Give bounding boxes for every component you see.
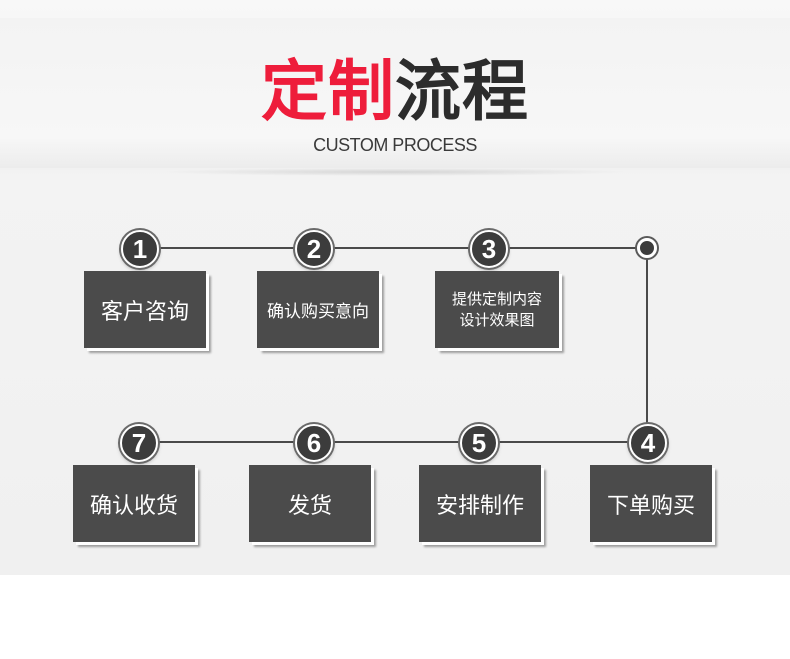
header-band xyxy=(0,18,790,168)
title-rest: 流程 xyxy=(395,53,529,130)
step-3-box: 提供定制内容 设计效果图 xyxy=(435,271,559,348)
step-1-box: 客户咨询 xyxy=(84,271,206,348)
step-3-label-line2: 设计效果图 xyxy=(459,310,535,329)
title-highlight: 定制 xyxy=(261,53,395,130)
step-2-box: 确认购买意向 xyxy=(257,271,379,348)
step-4-box: 下单购买 xyxy=(590,465,712,542)
step-7-label: 确认收货 xyxy=(89,493,178,519)
step-3-label-line1: 提供定制内容 xyxy=(451,289,542,308)
step-7-number: 7 xyxy=(120,424,158,462)
step-5-box: 安排制作 xyxy=(419,465,541,542)
page-title: 定制流程 xyxy=(0,52,790,132)
step-3-number: 3 xyxy=(470,230,508,268)
step-7-box: 确认收货 xyxy=(73,465,195,542)
step-5-number: 5 xyxy=(460,424,498,462)
step-4-number: 4 xyxy=(629,424,667,462)
step-6-box: 发货 xyxy=(249,465,371,542)
step-5-label: 安排制作 xyxy=(435,493,524,519)
step-6-number: 6 xyxy=(295,424,333,462)
step-2-number: 2 xyxy=(295,230,333,268)
step-4-label: 下单购买 xyxy=(606,493,695,519)
connector-right xyxy=(646,248,648,442)
page-subtitle: CUSTOM PROCESS xyxy=(313,135,477,155)
step-2-label: 确认购买意向 xyxy=(267,302,369,322)
connector-top xyxy=(140,247,648,249)
step-6-label: 发货 xyxy=(287,493,332,519)
end-dot xyxy=(637,238,657,258)
title-divider xyxy=(160,168,630,176)
step-1-label: 客户咨询 xyxy=(100,299,189,325)
step-1-number: 1 xyxy=(121,230,159,268)
connector-bottom xyxy=(139,441,648,443)
